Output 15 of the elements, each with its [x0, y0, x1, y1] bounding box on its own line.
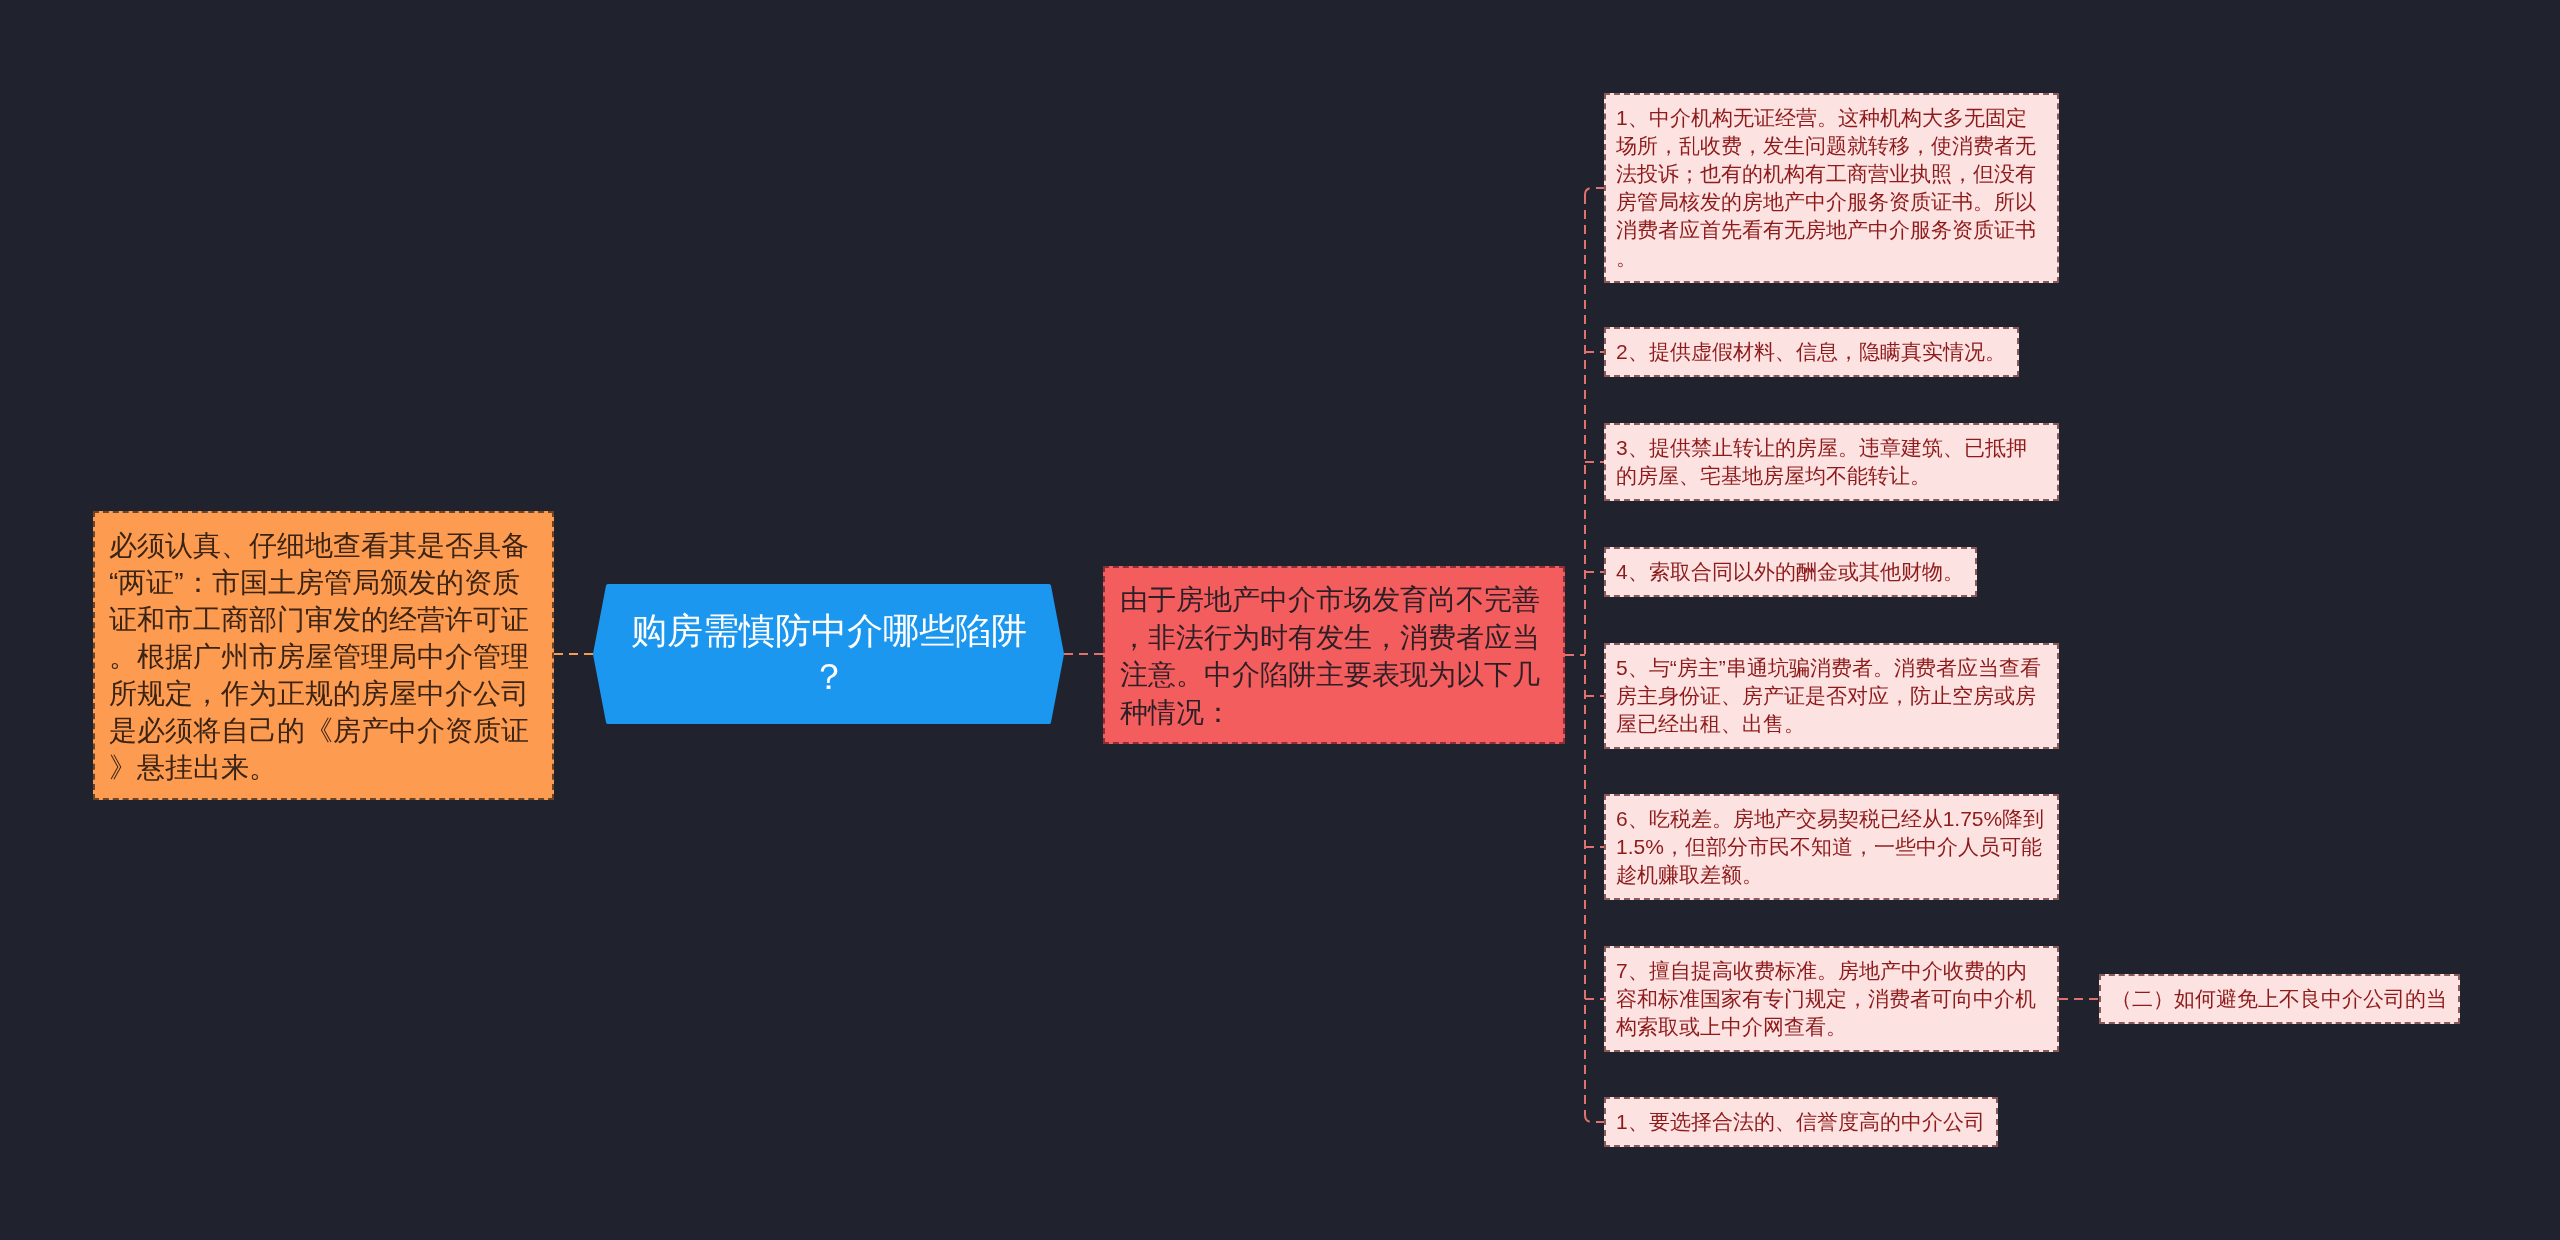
item-box: 1、要选择合法的、信誉度高的中介公司 — [1604, 1097, 1998, 1147]
item-box: 2、提供虚假材料、信息，隐瞒真实情况。 — [1604, 327, 2019, 377]
connector-line — [2058, 998, 2100, 1000]
item-box: 7、擅自提高收费标准。房地产中介收费的内容和标准国家有专门规定，消费者可向中介机构索取或上中介网查看。 — [1604, 946, 2059, 1052]
item-box: 3、提供禁止转让的房屋。违章建筑、已抵押的房屋、宅基地房屋均不能转让。 — [1604, 423, 2059, 501]
topic-box: 由于房地产中介市场发育尚不完善，非法行为时有发生，消费者应当注意。中介陷阱主要表现为以下几种情况： — [1103, 566, 1565, 744]
note-box: 必须认真、仔细地查看其是否具备“两证”：市国土房管局颁发的资质证和市工商部门审发的经营许可证。根据广州市房屋管理局中介管理所规定，作为正规的房屋中介公司是必须将自己的《房产中介资质证》悬挂出来。 — [93, 511, 554, 800]
connector-line — [553, 653, 594, 655]
item-box: 4、索取合同以外的酬金或其他财物。 — [1604, 547, 1977, 597]
connector-line — [1564, 187, 1605, 1123]
item-box: 1、中介机构无证经营。这种机构大多无固定场所，乱收费，发生问题就转移，使消费者无法投诉；也有的机构有工商营业执照，但没有房管局核发的房地产中介服务资质证书。所以消费者应首先看有无房地产中介服务资质证书。 — [1604, 93, 2059, 283]
item-box: 6、吃税差。房地产交易契税已经从1.75%降到1.5%，但部分市民不知道，一些中介人员可能趁机赚取差额。 — [1604, 794, 2059, 900]
item-box: 5、与“房主”串通坑骗消费者。消费者应当查看房主身份证、房产证是否对应，防止空房或房屋已经出租、出售。 — [1604, 643, 2059, 749]
connector-line — [1063, 653, 1104, 655]
item-box: （二）如何避免上不良中介公司的当 — [2099, 974, 2460, 1024]
